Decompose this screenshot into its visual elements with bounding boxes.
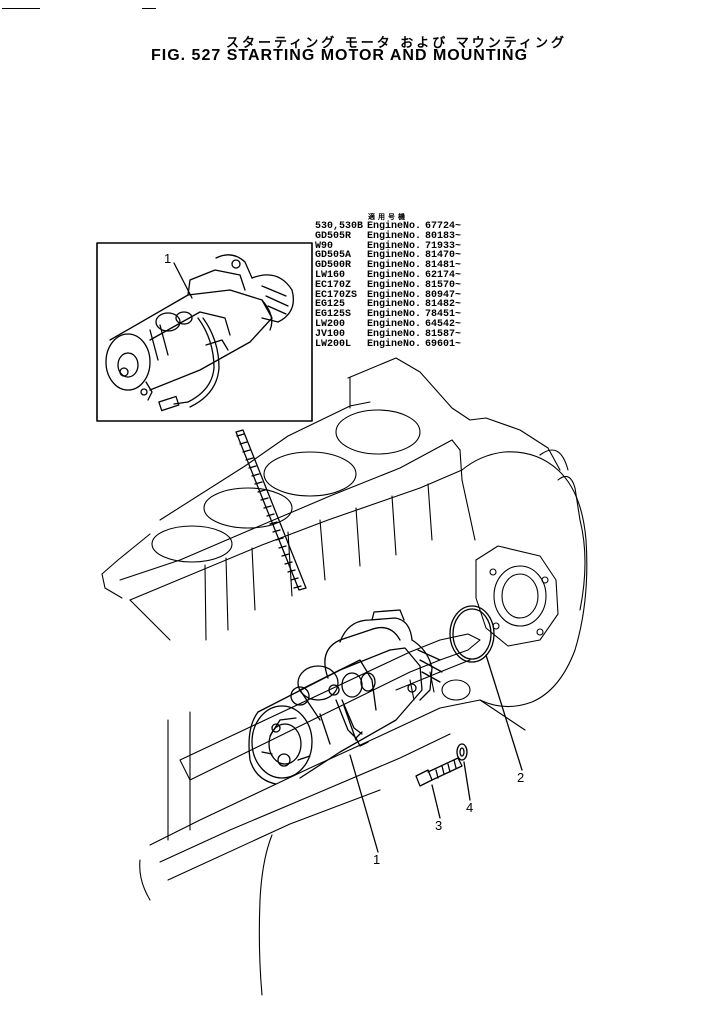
leader-main-2	[485, 654, 523, 771]
callout-main-4: 4	[466, 800, 473, 815]
title-japanese: スターティング モータ および マウンティング	[226, 36, 568, 51]
applicability-engine-label: Engine	[367, 269, 404, 281]
applicability-no-label: No.	[403, 328, 422, 340]
applicability-engine-label: Engine	[367, 240, 404, 252]
applicability-no-label: No.	[403, 260, 422, 272]
applicability-engine-label: Engine	[367, 230, 404, 242]
applicability-model: EC170ZS	[315, 289, 358, 301]
applicability-serial: 81470~	[425, 250, 462, 262]
applicability-model: EG125	[315, 299, 346, 311]
applicability-no-label: No.	[403, 230, 422, 242]
applicability-engine-label: Engine	[367, 289, 404, 301]
applicability-serial: 80183~	[425, 230, 462, 242]
engine-block	[101, 357, 588, 996]
main-starter-motor	[248, 609, 443, 785]
applicability-no-label: No.	[403, 279, 422, 291]
applicability-no-label: No.	[403, 309, 422, 321]
applicability-model: GD505R	[315, 230, 352, 242]
inset-starter-motor	[105, 254, 295, 412]
applicability-serial: 62174~	[425, 269, 462, 281]
applicability-engine-label: Engine	[367, 328, 404, 340]
callout-inset-1: 1	[164, 251, 171, 266]
applicability-model: LW200	[315, 318, 346, 330]
registration-mark-right	[142, 8, 156, 9]
applicability-engine-label: Engine	[367, 250, 404, 262]
applicability-model: LW200L	[315, 338, 352, 350]
callout-main-2: 2	[517, 770, 524, 785]
applicability-no-label: No.	[403, 221, 422, 232]
applicability-serial: 81481~	[425, 260, 462, 272]
applicability-serial: 71933~	[425, 240, 462, 252]
applicability-serial: 80947~	[425, 289, 462, 301]
applicability-engine-label: Engine	[367, 309, 404, 321]
applicability-no-label: No.	[403, 269, 422, 281]
applicability-no-label: No.	[403, 338, 422, 350]
applicability-engine-label: Engine	[367, 318, 404, 330]
applicability-model: GD505A	[315, 250, 352, 262]
callout-main-1: 1	[373, 852, 380, 867]
applicability-header: 適用号機	[368, 213, 408, 221]
lock-washer	[456, 743, 468, 761]
applicability-model: JV100	[315, 328, 346, 340]
applicability-no-label: No.	[403, 289, 422, 301]
applicability-serial: 69601~	[425, 338, 462, 350]
applicability-engine-label: Engine	[367, 279, 404, 291]
registration-mark-left	[2, 8, 40, 9]
applicability-model: LW160	[315, 269, 346, 281]
inset-frame	[96, 242, 313, 422]
applicability-model: 530,530B	[315, 221, 364, 232]
inset-leader-1	[173, 262, 193, 299]
o-ring	[449, 605, 495, 663]
applicability-no-label: No.	[403, 240, 422, 252]
applicability-model: EG125S	[315, 309, 352, 321]
leader-main-4	[463, 761, 471, 801]
applicability-engine-label: Engine	[367, 260, 404, 272]
applicability-serial: 81482~	[425, 299, 462, 311]
leader-main-1	[349, 754, 379, 853]
applicability-serial: 78451~	[425, 309, 462, 321]
leader-main-3	[431, 784, 441, 819]
applicability-no-label: No.	[403, 250, 422, 262]
mounting-bolt	[415, 757, 463, 787]
applicability-model: W90	[315, 240, 334, 252]
title-english: FIG. 527 STARTING MOTOR AND MOUNTING	[151, 47, 529, 64]
callout-main-3: 3	[435, 818, 442, 833]
inset-detail-view	[96, 242, 313, 422]
applicability-model: EC170Z	[315, 279, 352, 291]
gasket-strip	[235, 429, 307, 591]
applicability-engine-label: Engine	[367, 299, 404, 311]
applicability-serial: 64542~	[425, 318, 462, 330]
applicability-no-label: No.	[403, 299, 422, 311]
applicability-no-label: No.	[403, 318, 422, 330]
applicability-serial: 67724~	[425, 221, 462, 232]
applicability-engine-label: Engine	[367, 338, 404, 350]
applicability-engine-label: Engine	[367, 221, 404, 232]
applicability-serial: 81587~	[425, 328, 462, 340]
applicability-serial: 81570~	[425, 279, 462, 291]
applicability-model: GD500R	[315, 260, 352, 272]
